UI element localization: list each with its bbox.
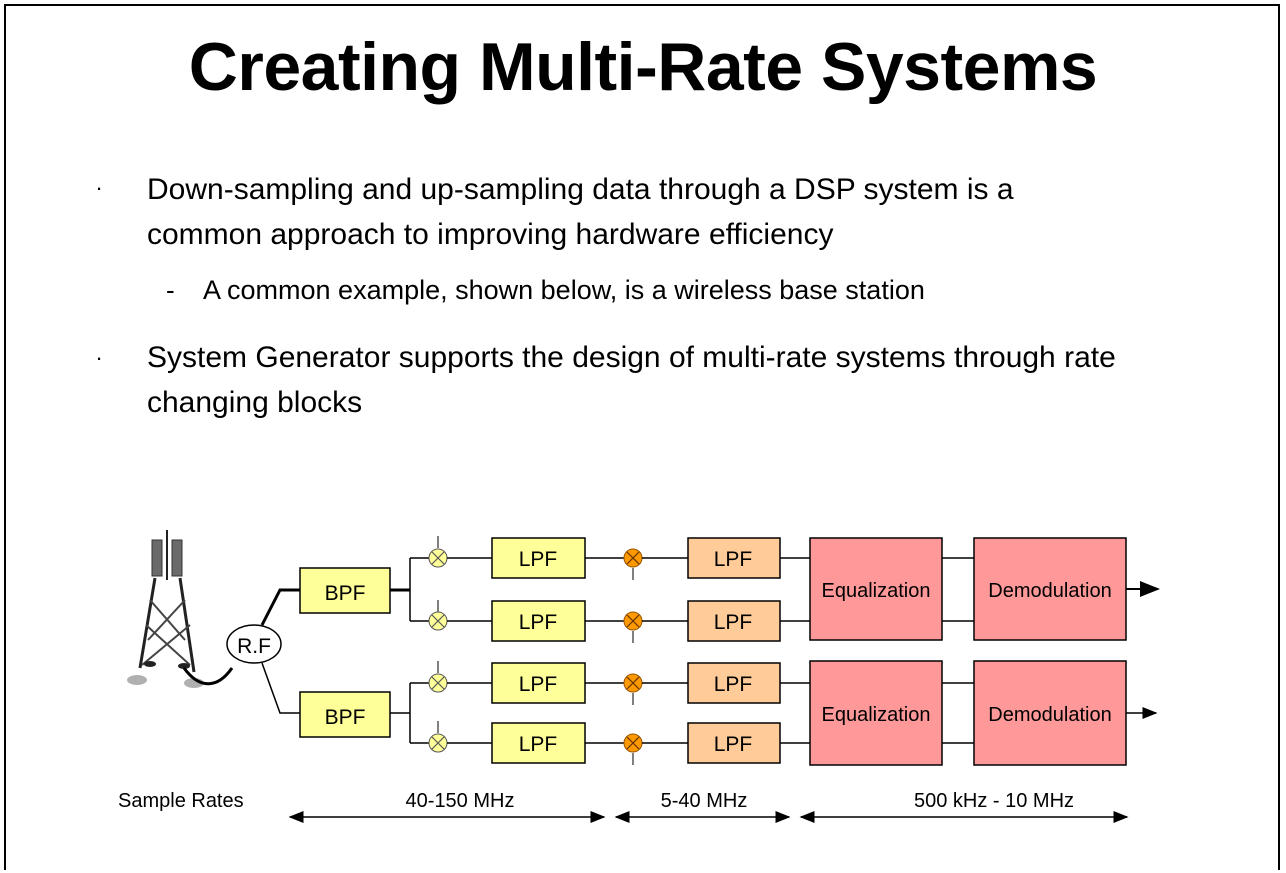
mixer-icon — [428, 673, 448, 693]
antenna-tower-icon — [127, 530, 234, 688]
lpf-label: LPF — [714, 611, 753, 634]
bullet-1-line-2: common approach to improving hardware ef… — [147, 218, 834, 251]
equalization-label: Equalization — [822, 704, 931, 726]
demodulation-block-upper — [973, 537, 1127, 641]
lpf-label: LPF — [519, 548, 558, 571]
lpf-label: LPF — [714, 673, 753, 696]
bpf-label: BPF — [325, 582, 366, 605]
mixer-icon — [428, 548, 448, 568]
equalization-block-upper — [809, 537, 943, 641]
rf-node — [226, 624, 282, 664]
mixer-icon — [428, 611, 448, 631]
lpf-label: LPF — [519, 611, 558, 634]
lpf-stage-2 — [687, 537, 781, 764]
bpf-block-lower — [299, 691, 391, 738]
mixer-icon — [623, 611, 643, 631]
lpf-label: LPF — [714, 733, 753, 756]
equalization-block-lower — [809, 660, 943, 766]
bpf-label: BPF — [325, 706, 366, 729]
bullet-marker: . — [96, 170, 103, 195]
rf-label: R.F — [237, 635, 271, 658]
lpf-stage-1 — [491, 537, 586, 764]
rate-range-label: 40-150 MHz — [406, 790, 515, 812]
sub-bullet-text: A common example, shown below, is a wire… — [203, 275, 925, 305]
bullet-1-line-1: Down-sampling and up-sampling data throu… — [147, 173, 1014, 206]
rate-range-label: 500 kHz - 10 MHz — [914, 790, 1074, 812]
mixer-stage-1 — [428, 536, 448, 753]
bullet-2-line-2: changing blocks — [147, 386, 363, 419]
equalization-label: Equalization — [822, 580, 931, 602]
demodulation-label: Demodulation — [988, 580, 1111, 602]
slide-frame — [4, 4, 1280, 870]
demodulation-label: Demodulation — [988, 704, 1111, 726]
slide-title: Creating Multi-Rate Systems — [188, 29, 1098, 105]
rate-range-label: 5-40 MHz — [661, 790, 748, 812]
mixer-icon — [428, 733, 448, 753]
mixer-icon — [623, 548, 643, 568]
lpf-label: LPF — [714, 548, 753, 571]
lpf-label: LPF — [519, 673, 558, 696]
mixer-stage-2 — [623, 548, 643, 765]
mixer-icon — [623, 733, 643, 753]
sample-rates-label: Sample Rates — [118, 790, 244, 812]
sub-bullet-marker: - — [166, 275, 175, 305]
demodulation-block-lower — [973, 660, 1127, 766]
mixer-icon — [623, 673, 643, 693]
bullet-2-line-1: System Generator supports the design of … — [147, 341, 1116, 374]
bullet-marker: . — [96, 340, 103, 365]
lpf-label: LPF — [519, 733, 558, 756]
